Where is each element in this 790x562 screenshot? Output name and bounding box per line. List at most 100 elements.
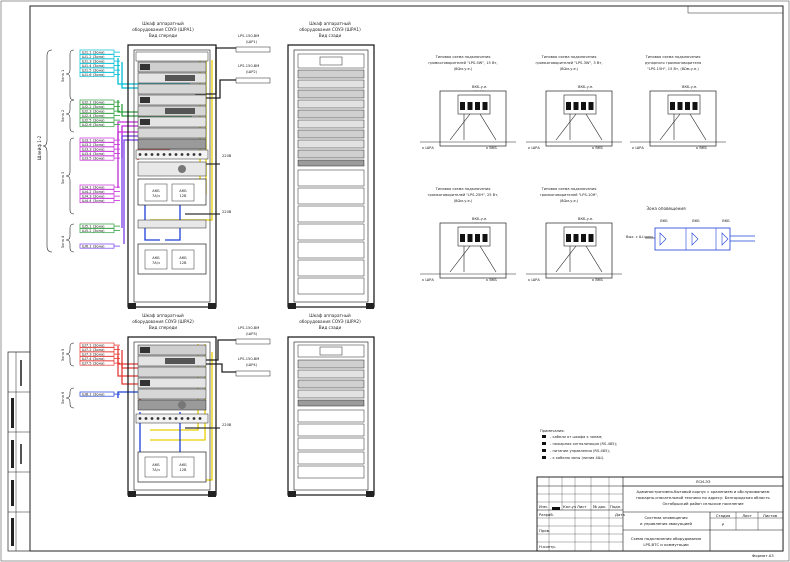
corner-stamp-box bbox=[687, 5, 784, 14]
scheme-right-label: к ВКБ bbox=[486, 278, 497, 282]
title-block: ЛСИ-ЭЗ Административно-бытовой корпус с … bbox=[536, 476, 784, 552]
rack1-psu-bottom-model: LPS-150-BM bbox=[238, 64, 259, 68]
scheme-code: ВКБ-у.е. bbox=[682, 85, 697, 89]
stamp-section-line2: и управления эвакуацией bbox=[640, 521, 692, 526]
rack2-psu-bottom-model: LPS-150-BM bbox=[238, 357, 259, 361]
rack1-line-label: Ш2.1 (Зона) bbox=[82, 100, 105, 104]
scheme-left-label: к ШРА bbox=[528, 278, 540, 282]
scheme-terminal-block bbox=[667, 94, 701, 115]
legend: Примечания: - кабели от шкафа к зонам; -… bbox=[540, 429, 617, 460]
zone-scheme-title: Зона оповещения bbox=[646, 206, 686, 211]
scheme-wire bbox=[555, 113, 577, 141]
rack1-front-title-line1: Шкаф аппаратный bbox=[142, 21, 184, 26]
rack1-zone-4-label: Зона 4 bbox=[61, 235, 65, 248]
stamp-row-kolvo: Кол.уч bbox=[563, 504, 576, 509]
rack2-back-title-line3: Вид сзади bbox=[319, 325, 342, 330]
rack2-zone-6-label: Зона 6 bbox=[61, 391, 65, 404]
scheme-right-label: к ВКБ bbox=[592, 146, 603, 150]
rack1-back-title-line1: Шкаф аппаратный bbox=[309, 21, 351, 26]
scheme-terminal bbox=[475, 102, 480, 110]
sheet-format: Формат А3 bbox=[752, 553, 774, 558]
scheme-title: "LPS-15H", 15 Вт, (8Ωм-у.е.) bbox=[647, 67, 699, 71]
stamp-row-doc: № док. bbox=[593, 504, 607, 509]
scheme-title: Типовая схема подключения bbox=[435, 55, 491, 59]
scheme-terminal bbox=[460, 234, 465, 242]
legend-item-3: - питание управления (RS-485); bbox=[550, 449, 610, 453]
scheme-terminal bbox=[573, 102, 579, 110]
rack2-psu-top-id: (ШР3) bbox=[246, 332, 258, 336]
stamp-object-line3: Октябрьский район сельское поселение bbox=[662, 501, 744, 506]
scheme-wire bbox=[479, 113, 497, 141]
stamp-row-izm: Изм. bbox=[539, 504, 548, 509]
scheme-terminal bbox=[475, 234, 480, 242]
rack1-cable-label-b: 220В bbox=[222, 210, 232, 214]
rack1-line-label: Ш2.5 (Зона) bbox=[82, 118, 105, 122]
scheme-code: ВКБ-у.е. bbox=[578, 85, 593, 89]
rack1-group-label: Шлейф 1-2 bbox=[37, 136, 42, 161]
scheme-wire bbox=[659, 113, 681, 141]
rack1-line-label: Ш5.2 (Зона) bbox=[82, 229, 105, 233]
legend-item-1: - кабели от шкафа к зонам; bbox=[550, 435, 602, 439]
rack1-line-label: Ш3.2 (Зона) bbox=[82, 143, 105, 147]
scheme-left-label: к ШРА bbox=[422, 278, 434, 282]
rack1-line-label: Ш1.6 (Зона) bbox=[82, 73, 105, 77]
stamp-sheet-title-line2: LPS-ВТС и коммутации bbox=[643, 542, 689, 547]
scheme-title: Типовая схема подключения bbox=[541, 187, 597, 191]
rack1-line-label: Ш5.1 (Зона) bbox=[82, 224, 105, 228]
rack1-line-label: Ш1.5 (Зона) bbox=[82, 68, 105, 72]
rack1-line-label: Ш3.4 (Зона) bbox=[82, 152, 105, 156]
stamp-section-line1: Система оповещения bbox=[644, 515, 687, 520]
scheme-code: ВКБ-у.е. bbox=[472, 217, 487, 221]
rack1-back-title-line2: оборудования СОУЭ (ШРА1) bbox=[299, 27, 361, 32]
legend-title: Примечания: bbox=[540, 429, 565, 433]
scheme-wire bbox=[555, 245, 577, 273]
scheme-terminal bbox=[581, 102, 586, 110]
rack1-battery-a-capacity: 7А/ч bbox=[152, 194, 160, 198]
legend-item-4: - к кабелю зоны (линия 4Ш). bbox=[550, 456, 604, 460]
rack2-zone-braces bbox=[65, 342, 75, 409]
stamp-stage-value: Р bbox=[722, 522, 725, 527]
rack1-line-label: Ш1.1 (Зона) bbox=[82, 50, 105, 54]
rack1-front: Шкаф аппаратный оборудования СОУЭ (ШРА1)… bbox=[127, 21, 232, 309]
rack1-line-label: Ш6.1 (Зона) bbox=[82, 244, 105, 248]
scheme-title: громкоговорителей "LPS-3W", 3 Вт, bbox=[535, 61, 602, 65]
zone-scheme-node-3: ВКБ bbox=[722, 219, 730, 223]
scheme-code: ВКБ-у.е. bbox=[578, 217, 593, 221]
rack1-battery-d-label: АКБ bbox=[179, 256, 187, 260]
stamp-sheet-header: Лист bbox=[742, 513, 752, 518]
scheme-terminal bbox=[685, 102, 690, 110]
rack2-line-label: Ш7.2 (Зона) bbox=[82, 348, 105, 352]
scheme-terminal-block bbox=[457, 94, 491, 115]
scheme-terminal bbox=[588, 102, 594, 110]
rack1-line-label: Ш4.1 (Зона) bbox=[82, 185, 105, 189]
rack1-line-label: Ш4.3 (Зона) bbox=[82, 194, 105, 198]
rack1-line-labels: Ш1.1 (Зона)Ш1.2 (Зона)Ш1.3 (Зона)Ш1.4 (З… bbox=[79, 49, 120, 249]
rack1-battery-b-voltage: 12В bbox=[179, 194, 187, 198]
scheme-title: громкоговорителей "LPS-5W", 15 Вт, bbox=[428, 61, 497, 65]
rack2-battery-b-label: АКБ bbox=[179, 463, 187, 467]
rack1-zone-braces bbox=[42, 49, 75, 253]
scheme-terminal bbox=[581, 234, 586, 242]
scheme-title: громкоговорителей "LPS-10H", bbox=[540, 193, 598, 197]
scheme-title: рупорного громкоговорителя bbox=[645, 61, 701, 65]
scheme-title: (8Ωм-у.е.) bbox=[560, 67, 579, 71]
scheme-title: (8Ωм-у.е.) bbox=[454, 67, 473, 71]
scheme-title: Типовая схема подключения bbox=[435, 187, 491, 191]
scheme-wire bbox=[449, 245, 471, 273]
scheme-terminal bbox=[573, 234, 579, 242]
rack2-battery-a-label: АКБ bbox=[152, 463, 160, 467]
rack2-line-label: Ш7.3 (Зона) bbox=[82, 352, 105, 356]
scheme-terminal bbox=[692, 102, 698, 110]
rack2-back-title-line2: оборудования СОУЭ (ШРА2) bbox=[299, 319, 361, 324]
scheme-terminal bbox=[670, 102, 675, 110]
rack1-front-title-line3: Вид спереди bbox=[149, 33, 178, 38]
zone-scheme-node-1: ВКБ bbox=[660, 219, 668, 223]
scheme-wire bbox=[479, 245, 497, 273]
scheme-terminal-block bbox=[563, 94, 597, 115]
stamp-row-date: Дата bbox=[615, 512, 625, 517]
stamp-stage-header: Стадия bbox=[716, 513, 731, 518]
rack2-psu-bottom-id: (ШР4) bbox=[246, 363, 258, 367]
stamp-role-nkontr: Н.контр. bbox=[539, 544, 556, 549]
rack1-line-label: Ш3.3 (Зона) bbox=[82, 147, 105, 151]
rack2-front: Шкаф аппаратный оборудования СОУЭ (ШРА2)… bbox=[127, 313, 232, 497]
